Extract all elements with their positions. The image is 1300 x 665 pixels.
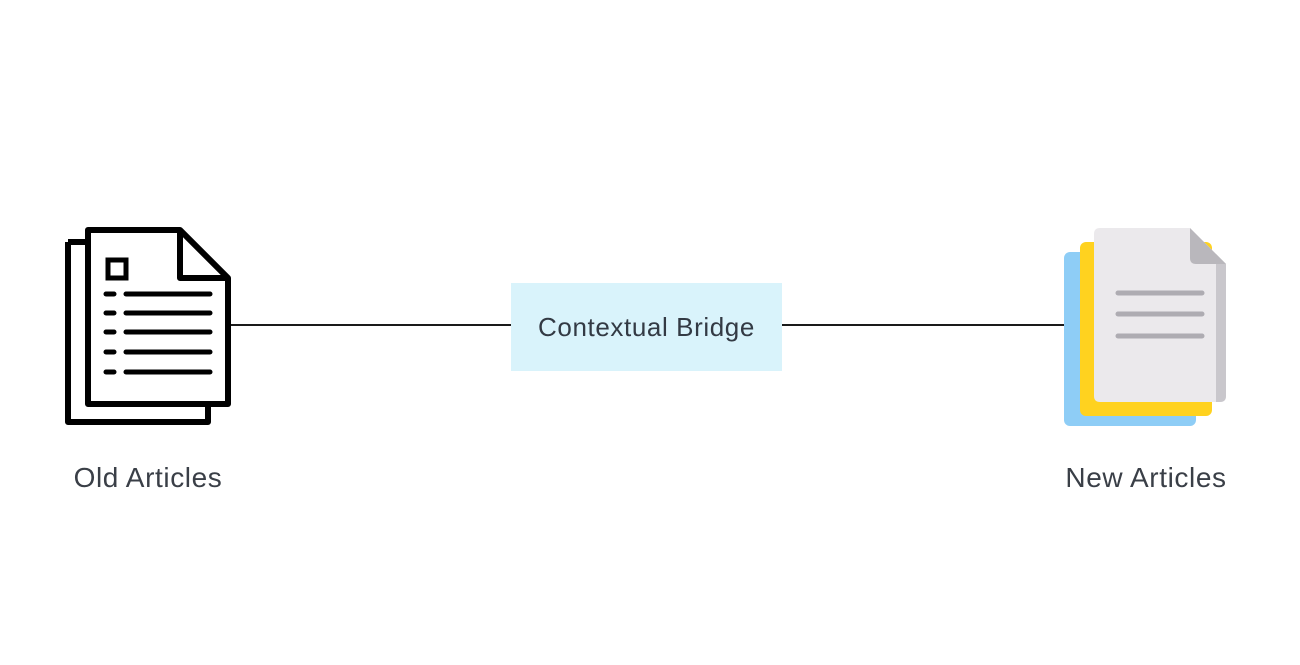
connector-line-left: [228, 324, 512, 326]
bridge-label: Contextual Bridge: [538, 311, 755, 342]
contextual-bridge-box: Contextual Bridge: [511, 283, 782, 371]
document-outline-icon: [60, 224, 238, 430]
new-articles-label: New Articles: [1065, 462, 1227, 493]
old-articles-label: Old Articles: [73, 462, 223, 493]
connector-line-right: [781, 324, 1067, 326]
stacked-documents-icon: [1060, 224, 1232, 430]
